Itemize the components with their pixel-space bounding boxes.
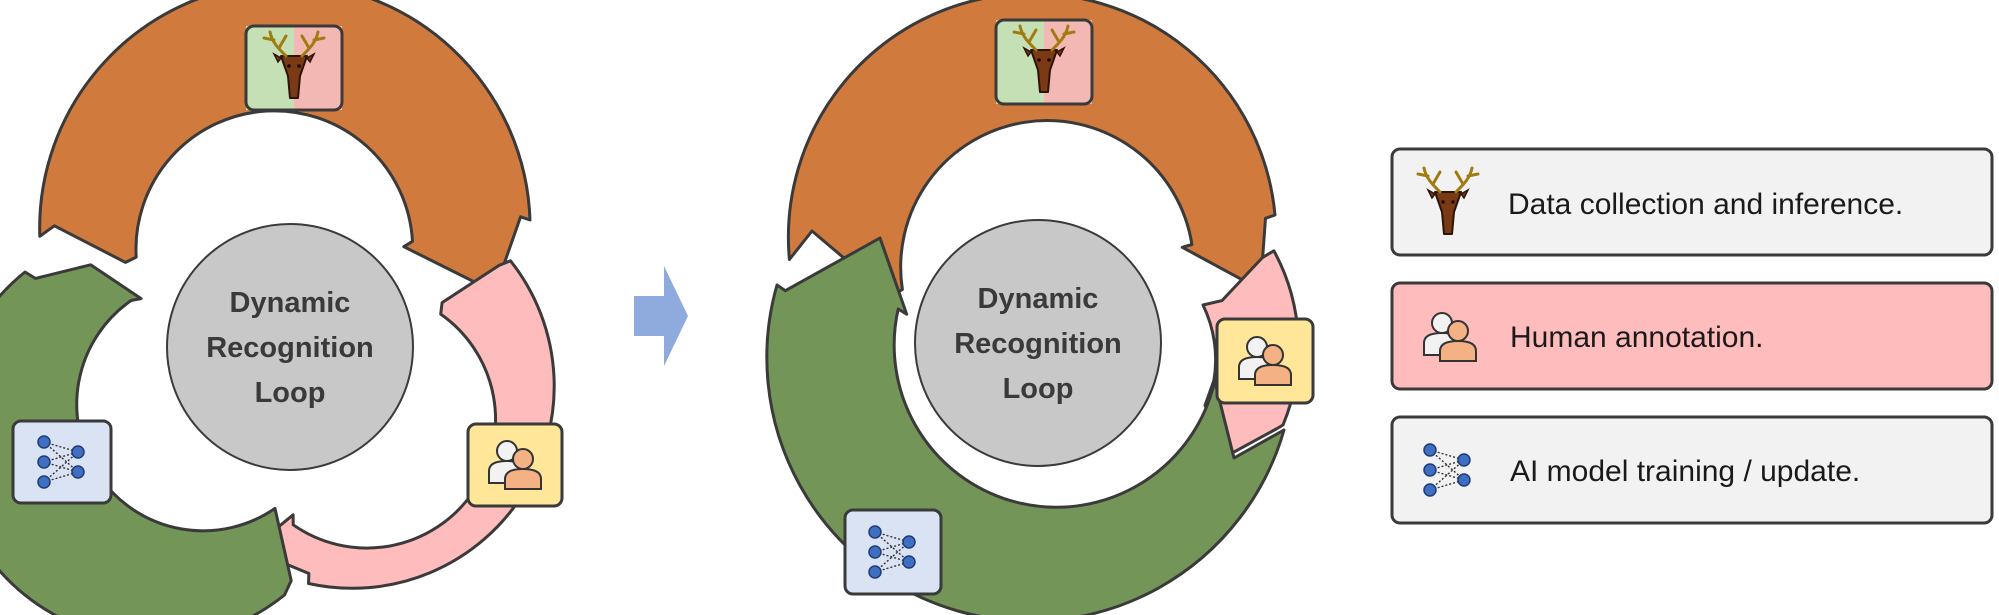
center-label-line: Loop (255, 377, 326, 409)
loop-hub (914, 219, 1162, 467)
legend: Data collection and inference. Human ann… (1390, 147, 1994, 525)
center-label-line: Dynamic (978, 283, 1099, 315)
center-label-line: Recognition (954, 328, 1122, 360)
collection-badge (994, 18, 1094, 106)
training-badge (11, 419, 113, 505)
legend-label-annotation: Human annotation. (1510, 321, 1764, 354)
collection-segment (38, 0, 532, 294)
training-segment (0, 263, 293, 615)
annotation-badge (1215, 317, 1315, 405)
collection-segment (786, 0, 1277, 299)
center-label-line: Recognition (206, 332, 374, 364)
legend-item-training: AI model training / update. (1390, 415, 1994, 525)
legend-label-training: AI model training / update. (1510, 455, 1860, 488)
training-badge (843, 508, 943, 596)
legend-item-collection: Data collection and inference. (1390, 147, 1994, 257)
right-arrow-icon (634, 266, 688, 366)
center-label-line: Dynamic (230, 287, 351, 319)
legend-label-collection: Data collection and inference. (1508, 188, 1903, 221)
center-label-line: Loop (1003, 373, 1074, 405)
annotation-badge (466, 422, 564, 508)
legend-item-annotation: Human annotation. (1390, 281, 1994, 391)
loop-hub (166, 223, 414, 471)
collection-badge (244, 24, 344, 112)
